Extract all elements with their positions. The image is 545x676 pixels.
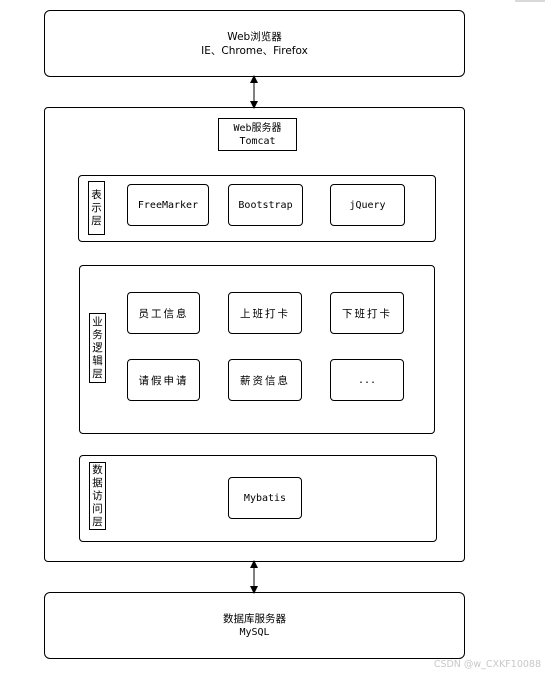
web-server-title: Web服务器 [233,122,282,134]
clock-out-box: 下班打卡 [330,292,404,334]
more-items-box: ... [330,359,404,401]
database-server-box: 数据库服务器 MySQL [44,592,465,659]
employee-info-box: 员工信息 [127,292,200,334]
database-title: 数据库服务器 [223,613,286,625]
business-layer-label: 业 务 逻 辑 层 [89,313,106,383]
watermark: CSDN @w_CXKF10088 [433,659,541,670]
presentation-layer-label: 表 示 层 [88,181,105,235]
web-server-title-box: Web服务器 Tomcat [218,118,297,151]
bootstrap-box: Bootstrap [228,184,303,226]
clock-in-box: 上班打卡 [228,292,302,334]
leave-request-box: 请假申请 [127,359,200,401]
database-subtitle: MySQL [239,627,270,638]
jquery-box: jQuery [330,184,405,226]
web-browser-box: Web浏览器 IE、Chrome、Firefox [44,10,465,77]
data-access-layer-label: 数 据 访 问 层 [89,462,106,530]
top-right-edge-mark [515,0,545,2]
mybatis-box: Mybatis [228,477,302,519]
salary-info-box: 薪资信息 [228,359,302,401]
browser-title: Web浏览器 [227,30,282,43]
browser-subtitle: IE、Chrome、Firefox [201,44,308,57]
web-server-subtitle: Tomcat [239,135,276,147]
freemarker-box: FreeMarker [127,184,209,226]
